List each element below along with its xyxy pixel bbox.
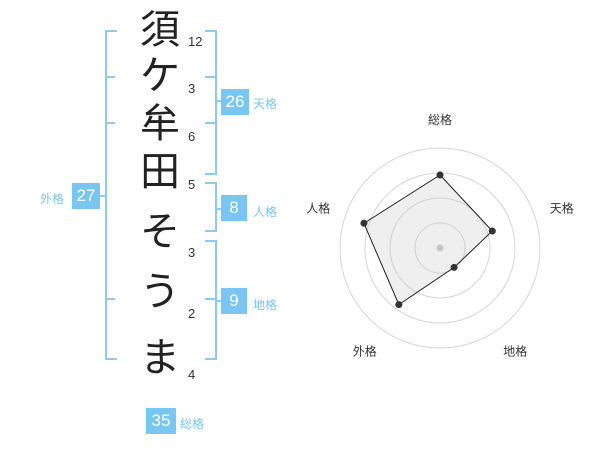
radar-ring — [339, 147, 541, 349]
bracket-tick — [105, 76, 115, 78]
name-char-3: 牟 — [140, 101, 180, 147]
bracket-tick — [205, 122, 215, 124]
bracket-connector — [215, 300, 221, 302]
bracket-connector — [96, 195, 105, 197]
jinkaku-bracket — [205, 182, 217, 232]
name-char-1: 須 — [140, 7, 180, 53]
stroke-count-1: 12 — [188, 34, 203, 49]
radar-axis-label: 人格 — [306, 200, 330, 215]
chikaku-label: 地格 — [253, 298, 278, 312]
radar-ring — [414, 222, 466, 274]
radar-axis-label: 外格 — [353, 344, 377, 359]
name-char-6: う — [140, 269, 180, 315]
bracket-connector — [215, 208, 221, 210]
radar-ring — [389, 197, 491, 299]
bracket-tick — [205, 76, 215, 78]
jinkaku-label: 人格 — [253, 205, 278, 219]
name-char-5: そ — [140, 209, 180, 255]
stroke-count-7: 4 — [188, 367, 196, 382]
radar-axis-label: 地格 — [503, 344, 527, 359]
name-char-4: 田 — [140, 149, 180, 195]
soukaku-label: 総格 — [180, 417, 205, 431]
radar-point — [450, 263, 458, 271]
gaikaku-label: 外格 — [40, 192, 65, 206]
stroke-count-5: 3 — [188, 245, 196, 260]
name-char-7: ま — [140, 335, 180, 381]
radar-point — [360, 219, 368, 227]
stroke-count-6: 2 — [188, 306, 196, 321]
radar-point — [395, 301, 403, 309]
gaikaku-bracket — [105, 30, 117, 360]
bracket-connector — [215, 100, 221, 102]
tenkaku-value-box: 26 — [221, 89, 249, 115]
radar-point — [488, 227, 496, 235]
soukaku-value-box: 35 — [146, 408, 176, 434]
bracket-tick — [205, 298, 215, 300]
stroke-count-2: 3 — [188, 81, 196, 96]
jinkaku-value-box: 8 — [221, 195, 247, 221]
tenkaku-label: 天格 — [253, 97, 278, 111]
radar-axis-label: 総格 — [428, 112, 452, 127]
radar-polygon — [363, 174, 494, 306]
gaikaku-value-box: 27 — [72, 183, 100, 209]
name-char-2: ケ — [140, 53, 180, 99]
radar-center — [436, 244, 444, 252]
radar-point — [436, 171, 444, 179]
radar-axis-label: 天格 — [550, 200, 574, 215]
stroke-count-3: 6 — [188, 129, 196, 144]
tenkaku-bracket — [205, 30, 217, 175]
chikaku-value-box: 9 — [221, 288, 247, 314]
stroke-count-4: 5 — [188, 177, 196, 192]
bracket-tick — [105, 122, 115, 124]
bracket-tick — [105, 298, 115, 300]
